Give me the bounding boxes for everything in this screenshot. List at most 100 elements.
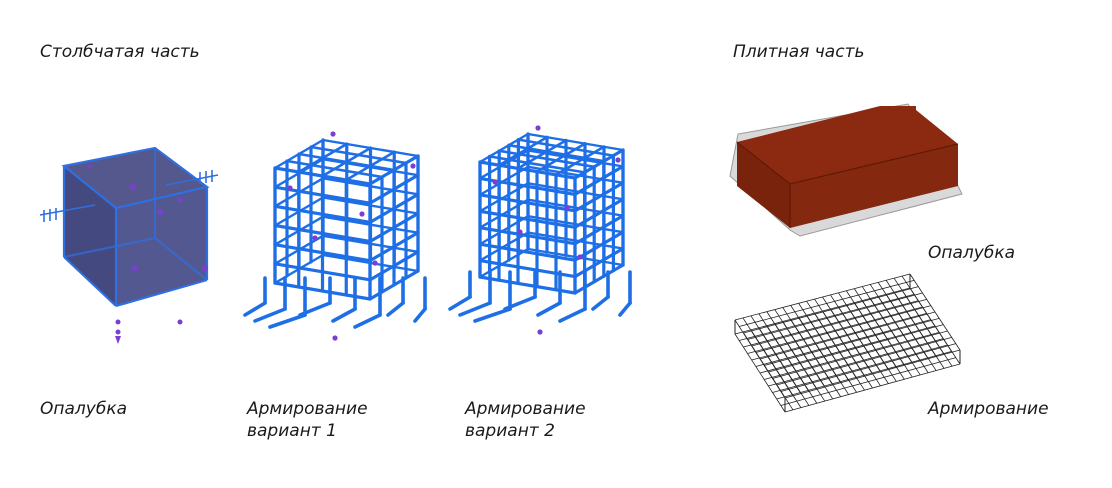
- rebar-stirrup: [573, 181, 625, 213]
- rebar-stirrup: [478, 242, 577, 262]
- rebar-stirrup: [478, 198, 530, 229]
- rebar-marker: [537, 329, 543, 335]
- cube-top-face: [64, 148, 207, 208]
- column-rebar-v1-caption-line1: Армирование: [247, 399, 368, 419]
- rebar-stirrup: [478, 247, 530, 279]
- rebar-anchor: [458, 301, 492, 317]
- rebar-marker: [359, 211, 365, 217]
- rebar-marker: [330, 131, 336, 137]
- rebar-stirrup: [478, 160, 577, 180]
- rebar-stirrup: [573, 230, 625, 262]
- rebar-top-bar: [344, 150, 396, 182]
- rebar-stirrup: [478, 231, 530, 262]
- mesh-bar-bottom: [751, 312, 927, 361]
- rebar-stirrup: [573, 246, 625, 279]
- rebar-stirrup: [478, 182, 530, 213]
- column-rebar-v2-caption: Армирование вариант 2: [465, 398, 586, 442]
- rebar-stirrup: [273, 196, 325, 227]
- rebar-stirrup: [273, 215, 325, 246]
- rebar-stirrup: [478, 193, 577, 213]
- column-rebar-v2-caption-line2: вариант 2: [465, 421, 555, 441]
- rebar-stirrup: [321, 196, 420, 215]
- mesh-bar-top: [739, 279, 915, 327]
- rebar-stirrup: [526, 182, 625, 201]
- cube-front-face: [64, 166, 116, 306]
- mesh-bar-bottom: [764, 331, 940, 380]
- rebar-stirrup: [478, 165, 530, 197]
- rebar-stirrup: [321, 215, 420, 234]
- mesh-bar-top: [734, 273, 911, 321]
- rebar-marker: [332, 335, 338, 341]
- rebar-marker: [410, 163, 416, 169]
- rebar-anchor: [353, 313, 382, 329]
- rebar-stirrup: [273, 243, 372, 263]
- rebar-anchor: [473, 307, 512, 323]
- cube-axis-ticks: [39, 170, 219, 222]
- cube-edges: [61, 146, 210, 308]
- rebar-anchor: [591, 295, 610, 311]
- rebar-marker: [312, 235, 318, 241]
- column-rebar-v1-caption: Армирование вариант 1: [247, 398, 368, 442]
- rebar-top-bar: [497, 149, 596, 169]
- rebar-anchor: [536, 301, 562, 317]
- rebar-top-bar: [507, 143, 606, 163]
- slab-formwork-caption: Опалубка: [928, 243, 1016, 263]
- rebar-stirrup: [273, 177, 325, 208]
- mesh-bar-bottom: [759, 325, 936, 374]
- rebar-stirrup: [321, 253, 420, 273]
- column-part-title: Столбчатая часть: [40, 42, 200, 62]
- mesh-bar-bottom: [784, 363, 961, 413]
- rebar-stirrup: [526, 231, 625, 250]
- slab-part-title: Плитная часть: [733, 42, 865, 62]
- rebar-stirrup: [478, 226, 577, 246]
- mesh-bar-bottom: [780, 357, 956, 406]
- rebar-stirrup: [321, 234, 420, 254]
- rebar-stirrup: [478, 209, 577, 229]
- mesh-bar-bottom: [776, 350, 952, 400]
- slab-rebar-caption: Армирование: [928, 399, 1049, 419]
- rebar-anchor: [413, 307, 427, 323]
- slab-right-face: [790, 144, 958, 228]
- rebar-marker: [564, 205, 570, 211]
- rebar-marker: [372, 260, 378, 266]
- rebar-anchor: [243, 301, 267, 317]
- column-formwork-caption: Опалубка: [40, 399, 128, 419]
- mesh-bar-bottom: [772, 344, 948, 393]
- rebar-stirrup: [321, 177, 420, 196]
- slab-top-face: [737, 106, 958, 184]
- rebar-anchor: [331, 307, 357, 323]
- rebar-anchor: [448, 295, 472, 311]
- rebar-anchor: [268, 313, 307, 329]
- slab-front-face: [737, 142, 790, 228]
- rebar-anchor: [558, 307, 587, 323]
- mesh-bar-bottom: [743, 300, 919, 348]
- rebar-anchor: [618, 301, 632, 317]
- rebar-stirrup: [273, 223, 372, 244]
- rebar-stirrup: [573, 214, 625, 246]
- cube-right-face: [116, 187, 207, 306]
- mesh-bar-bottom: [734, 287, 911, 335]
- slab-rebar-mesh: [734, 273, 961, 413]
- rebar-stirrup: [526, 214, 625, 234]
- rebar-anchor: [298, 301, 332, 317]
- rebar-stirrup: [573, 263, 625, 295]
- rebar-top-bar: [488, 155, 586, 174]
- rebar-anchor: [386, 301, 405, 317]
- rebar-anchor: [253, 307, 287, 323]
- rebar-stirrup: [478, 214, 530, 246]
- rebar-stirrup: [526, 247, 625, 267]
- rebar-stirrup: [526, 132, 625, 152]
- rebar-marker: [615, 157, 621, 163]
- rebar-marker: [517, 229, 523, 235]
- rebar-stirrup: [526, 198, 625, 217]
- rebar-marker: [287, 185, 293, 191]
- rebar-stirrup: [573, 197, 625, 229]
- cube-markers: [88, 164, 208, 344]
- column-formwork-cube: [39, 146, 219, 344]
- rebar-anchor: [503, 295, 537, 311]
- column-rebar-v2-caption-line1: Армирование: [465, 399, 586, 419]
- rebar-marker: [535, 125, 541, 131]
- rebar-stirrup: [526, 165, 625, 185]
- rebar-stirrup: [573, 164, 625, 197]
